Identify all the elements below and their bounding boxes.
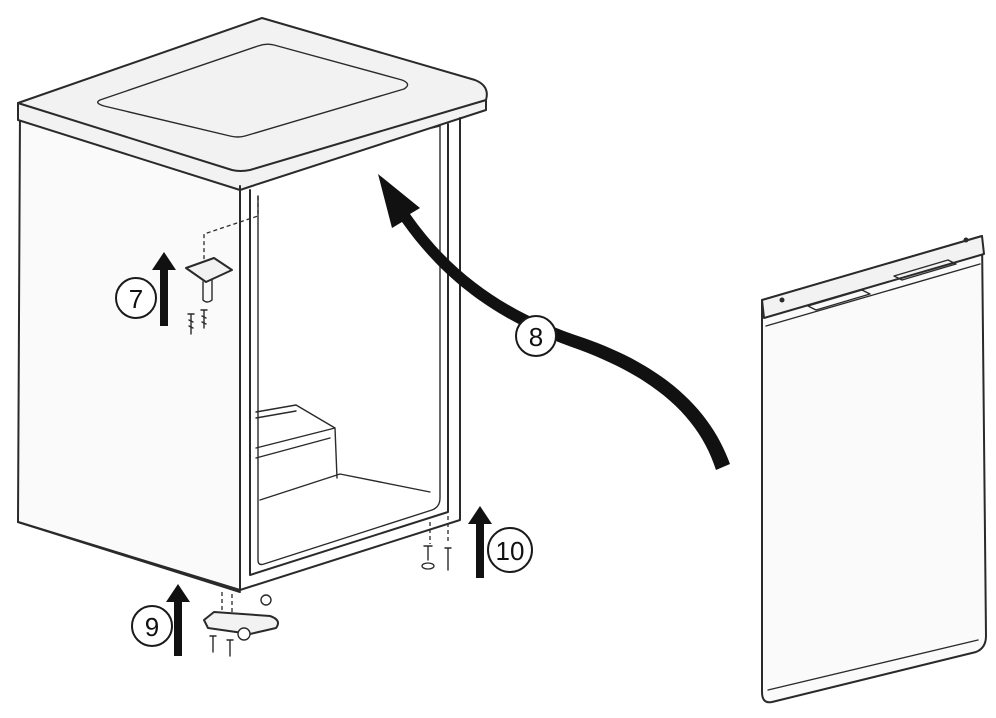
bottom-hinge-assembly <box>203 592 279 657</box>
foot-screws <box>421 516 452 571</box>
bottom-hinge-washer <box>237 627 251 641</box>
screw-icon <box>187 313 195 335</box>
door-top-edge <box>761 235 985 319</box>
cabinet-base <box>17 521 241 593</box>
callout-label: 8 <box>529 322 543 352</box>
fridge-cabinet <box>17 17 488 593</box>
screw-icon <box>423 545 433 561</box>
callout-step-8: 8 <box>515 315 557 357</box>
cabinet-side-panel <box>17 111 241 591</box>
screw-icon <box>444 547 452 571</box>
step10-up-arrow <box>468 506 492 578</box>
interior-floor <box>259 473 431 501</box>
door-handle-slot-left <box>807 289 871 311</box>
door-hinge-hole-right <box>963 237 969 243</box>
screw-icon <box>226 639 234 657</box>
callout-step-7: 7 <box>115 277 157 319</box>
top-hinge-assembly <box>185 196 259 335</box>
step9-up-arrow <box>166 584 190 656</box>
bottom-hinge-screws <box>209 635 234 657</box>
callout-label: 10 <box>496 536 525 566</box>
screw-icon <box>200 309 208 329</box>
top-hinge-pin <box>202 279 213 303</box>
bottom-hinge-dashed-guide <box>221 592 233 612</box>
cabinet-interior <box>257 125 441 566</box>
interior-crisper <box>255 404 338 479</box>
top-hinge-bracket <box>185 257 233 283</box>
step8-curved-arrow <box>378 174 730 470</box>
cabinet-worktop <box>17 17 488 172</box>
step7-up-arrow <box>152 252 176 326</box>
cabinet-front-inner-frame <box>249 123 449 576</box>
bottom-hinge-plate <box>203 611 279 635</box>
callout-label: 7 <box>129 284 143 314</box>
callout-step-10: 10 <box>487 527 533 573</box>
cabinet-front-frame <box>239 117 461 591</box>
callout-step-9: 9 <box>131 605 173 647</box>
worktop-recess <box>97 43 409 138</box>
door-inner-edge <box>765 263 981 691</box>
callout-label: 9 <box>145 612 159 642</box>
top-hinge-dashed-guide <box>203 196 259 270</box>
door-hinge-hole-left <box>779 297 785 303</box>
screw-icon <box>209 635 217 653</box>
foot-washer <box>421 562 435 570</box>
bottom-hinge-pin <box>260 594 272 606</box>
fridge-door <box>761 235 987 704</box>
door-handle-slot-right <box>893 259 957 281</box>
door-panel <box>761 235 987 704</box>
top-hinge-screws <box>187 309 208 335</box>
